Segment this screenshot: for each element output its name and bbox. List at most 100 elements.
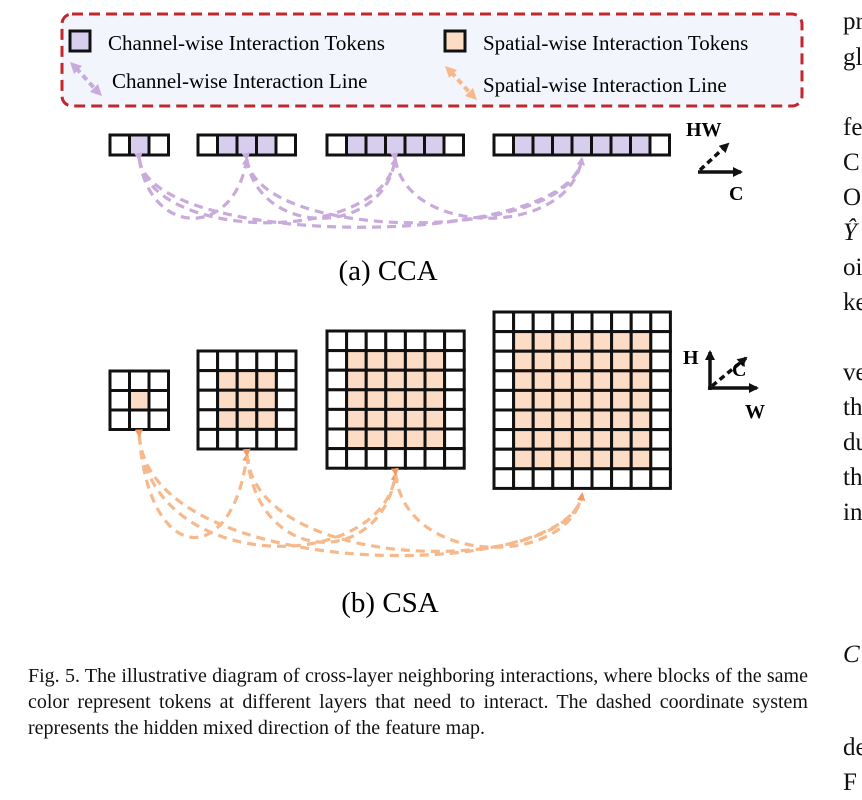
spatial-token: [235, 388, 259, 412]
channel-token: [235, 133, 258, 157]
spatial-token: [235, 349, 259, 373]
spatial-token: [492, 349, 516, 373]
spatial-token: [629, 388, 653, 412]
spatial-token: [610, 467, 633, 490]
spatial-token: [512, 369, 535, 392]
cca-axis-c-label: C: [729, 183, 743, 205]
spatial-token: [443, 388, 466, 411]
channel-token: [403, 133, 426, 157]
channel-token: [384, 133, 407, 157]
right-column-fragment: ve: [843, 359, 862, 386]
spatial-token: [649, 428, 672, 451]
spatial-token: [629, 467, 653, 490]
spatial-token: [423, 349, 447, 372]
spatial-token: [512, 428, 535, 451]
spatial-token: [274, 369, 298, 392]
channel-token: [274, 133, 297, 157]
spatial-token: [492, 369, 516, 392]
spatial-token: [492, 408, 516, 432]
spatial-token: [610, 369, 633, 392]
channel-token: [629, 133, 652, 157]
channel-token: [590, 133, 613, 157]
spatial-token: [235, 408, 259, 431]
spatial-token: [531, 408, 555, 432]
channel-token: [512, 133, 535, 157]
spatial-token: [649, 408, 672, 432]
spatial-token: [364, 447, 388, 470]
spatial-token: [325, 427, 349, 451]
csa-token-grid: [196, 349, 298, 451]
spatial-token: [147, 408, 170, 431]
spatial-token: [531, 310, 555, 334]
right-column-fragment: de: [843, 734, 862, 761]
spatial-token: [196, 369, 220, 392]
legend: Channel-wise Interaction Tokens Spatial-…: [60, 12, 804, 108]
spatial-token: [147, 369, 170, 392]
spatial-token: [274, 349, 298, 373]
spatial-token: [512, 349, 535, 373]
spatial-token: [255, 369, 278, 392]
spatial-token: [423, 427, 447, 451]
spatial-token: [108, 408, 131, 431]
spatial-token: [384, 349, 407, 372]
spatial-token: [512, 467, 535, 490]
spatial-token: [364, 407, 388, 431]
spatial-token: [255, 388, 278, 412]
spatial-token: [216, 388, 239, 412]
channel-token: [423, 133, 446, 157]
channel-token: [216, 133, 239, 157]
right-column-fragment: O: [843, 184, 862, 211]
cca-subfigure-label: (a) CCA: [338, 255, 437, 287]
channel-token: [255, 133, 278, 157]
spatial-token: [384, 427, 407, 451]
spatial-token: [512, 447, 535, 471]
channel-token: [325, 133, 348, 157]
channel-token: [196, 133, 219, 157]
channel-token: [345, 133, 368, 157]
spatial-token: [345, 447, 368, 470]
spatial-token: [255, 408, 278, 431]
spatial-token: [443, 407, 466, 431]
spatial-token: [364, 329, 388, 353]
spatial-token: [255, 427, 278, 451]
spatial-token: [128, 389, 151, 412]
spatial-token: [590, 330, 614, 353]
spatial-token: [570, 467, 594, 490]
csa-axis-icon: [705, 350, 759, 393]
spatial-token: [128, 369, 151, 392]
spatial-token: [551, 330, 574, 353]
spatial-token: [345, 388, 368, 411]
channel-token: [492, 133, 515, 157]
spatial-token: [649, 310, 672, 334]
spatial-token: [570, 388, 594, 412]
spatial-token: [423, 447, 447, 470]
spatial-token: [423, 388, 447, 411]
right-column-fragment: gl: [843, 44, 862, 71]
spatial-token: [364, 427, 388, 451]
spatial-token: [423, 329, 447, 353]
right-column-fragment: in: [843, 499, 862, 526]
spatial-token: [570, 310, 594, 334]
spatial-token: [196, 349, 220, 373]
spatial-token: [531, 369, 555, 392]
spatial-token: [610, 349, 633, 373]
legend-spatial-tokens: Spatial-wise Interaction Tokens: [483, 31, 748, 55]
spatial-token: [512, 310, 535, 334]
channel-interaction-line: [241, 152, 399, 220]
spatial-token: [531, 349, 555, 373]
spatial-token: [492, 388, 516, 412]
spatial-token: [610, 408, 633, 432]
cca-token-row: [492, 133, 671, 157]
spatial-token: [443, 447, 466, 470]
csa-axis-c-label: C: [732, 359, 746, 381]
spatial-token: [274, 427, 298, 451]
spatial-token: [216, 408, 239, 431]
spatial-token: [492, 447, 516, 471]
spatial-token: [364, 368, 388, 392]
spatial-token: [325, 368, 349, 392]
channel-token: [108, 133, 131, 157]
cca-token-rows: [108, 133, 671, 157]
spatial-token: [443, 329, 466, 353]
csa-token-grids: [108, 310, 672, 490]
spatial-token: [196, 388, 220, 412]
